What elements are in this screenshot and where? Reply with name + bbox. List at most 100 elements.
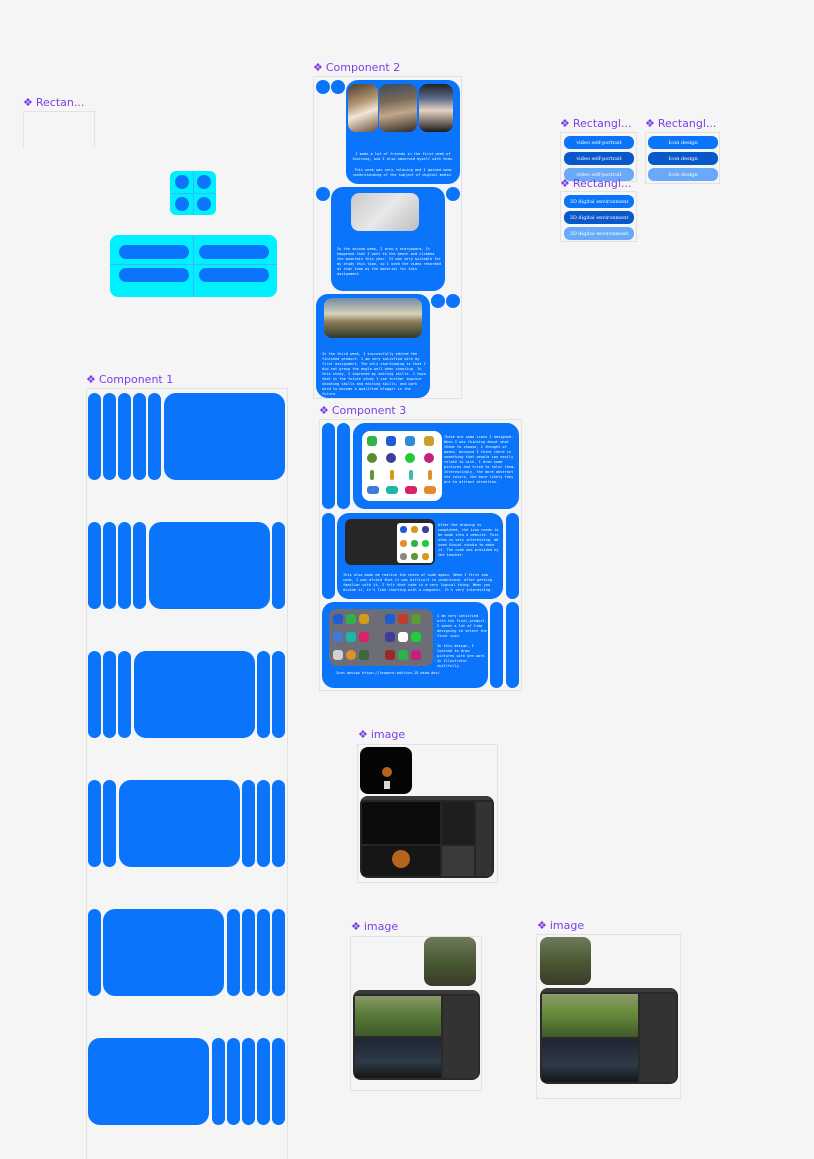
slider-tab[interactable] xyxy=(506,513,519,599)
grid-pill xyxy=(119,245,189,259)
slider-tab[interactable] xyxy=(133,393,146,480)
rectangle-label-left[interactable]: ❖Rectan... xyxy=(23,96,85,109)
slider-tab[interactable] xyxy=(272,651,285,738)
nav-dot[interactable] xyxy=(316,187,330,201)
slider-panel-active[interactable] xyxy=(134,651,255,738)
final-icon xyxy=(385,650,395,660)
week2-card[interactable]: In the second week, I drew a storyboard.… xyxy=(331,187,445,291)
render-object xyxy=(384,781,390,789)
cyan-dot-grid-component[interactable] xyxy=(170,171,216,215)
slider-tab[interactable] xyxy=(322,513,335,599)
box-icon xyxy=(424,486,436,494)
slider-tab[interactable] xyxy=(227,909,240,996)
nav-dot[interactable] xyxy=(446,294,460,308)
slider-tab[interactable] xyxy=(88,393,101,480)
slider-tab[interactable] xyxy=(133,522,146,609)
slider-panel-active[interactable] xyxy=(164,393,285,480)
environment-button-pressed[interactable]: 3D digital environment xyxy=(564,227,634,240)
week1-card[interactable]: I made a lot of friends in the first wee… xyxy=(346,80,460,184)
slider-tab[interactable] xyxy=(506,602,519,688)
slider-tab[interactable] xyxy=(242,909,255,996)
nav-dot[interactable] xyxy=(316,80,330,94)
slider-tab[interactable] xyxy=(322,423,335,509)
icons-card[interactable]: These are some icons I designed. When I … xyxy=(353,423,519,509)
environment-buttons-frame[interactable]: 3D digital environment 3D digital enviro… xyxy=(560,191,637,242)
icon-design-button-pressed[interactable]: Icon design xyxy=(648,168,718,181)
slider-tab[interactable] xyxy=(88,651,101,738)
environment-button-default[interactable]: 3D digital environment xyxy=(564,195,634,208)
result-card[interactable]: I am very satisfied with the final produ… xyxy=(322,602,488,688)
video-buttons-frame[interactable]: video self-portrait video self-portrait … xyxy=(560,132,637,182)
slider-panel-active[interactable] xyxy=(103,909,224,996)
slider-panel-active[interactable] xyxy=(149,522,270,609)
properties-panel xyxy=(476,802,492,876)
component-1-label[interactable]: ❖Component 1 xyxy=(86,373,174,386)
nav-dot[interactable] xyxy=(331,80,345,94)
slider-tab[interactable] xyxy=(272,1038,285,1125)
rectangle-label-c[interactable]: ❖Rectangl... xyxy=(560,177,632,190)
rectangle-label-a[interactable]: ❖Rectangl... xyxy=(560,117,632,130)
slider-tab[interactable] xyxy=(103,651,116,738)
icon-design-link[interactable]: Icon design https://leopard-edition-15.d… xyxy=(336,671,440,675)
icon-design-button-hover[interactable]: Icon design xyxy=(648,152,718,165)
icon-design-button-default[interactable]: Icon design xyxy=(648,136,718,149)
slider-tab[interactable] xyxy=(272,909,285,996)
week3-card[interactable]: In the third week, I successfully edited… xyxy=(316,294,430,398)
slider-tab[interactable] xyxy=(242,780,255,867)
slider-tab[interactable] xyxy=(272,780,285,867)
slider-tab[interactable] xyxy=(212,1038,225,1125)
website-card[interactable]: After the drawing is completed, the icon… xyxy=(337,513,503,599)
final-icon xyxy=(411,650,421,660)
image-label-3[interactable]: ❖image xyxy=(537,919,585,932)
slider-tab[interactable] xyxy=(103,522,116,609)
slider-tab[interactable] xyxy=(88,780,101,867)
node-panel xyxy=(442,846,474,876)
melon-icon xyxy=(386,453,396,463)
image-label-2[interactable]: ❖image xyxy=(351,920,399,933)
slider-tab[interactable] xyxy=(88,522,101,609)
slider-tab[interactable] xyxy=(337,423,350,509)
slider-tab[interactable] xyxy=(257,651,270,738)
grid-divider xyxy=(170,193,216,194)
video-button-hover[interactable]: video self-portrait xyxy=(564,152,634,165)
component-3-label[interactable]: ❖Component 3 xyxy=(319,404,407,417)
slider-tab[interactable] xyxy=(257,1038,270,1125)
menu-bar xyxy=(353,990,480,994)
component-2-label[interactable]: ❖Component 2 xyxy=(313,61,401,74)
selfie-photo-3 xyxy=(419,84,453,132)
image-frame-1[interactable] xyxy=(357,744,498,883)
slider-tab[interactable] xyxy=(88,909,101,996)
slider-tab[interactable] xyxy=(118,651,131,738)
icon-buttons-frame[interactable]: Icon design Icon design Icon design xyxy=(645,132,720,184)
cyan-pill-grid-component[interactable] xyxy=(110,235,277,297)
slider-tab[interactable] xyxy=(257,909,270,996)
environment-thumbnail xyxy=(540,937,591,985)
image-label-1[interactable]: ❖image xyxy=(358,728,406,741)
environment-button-hover[interactable]: 3D digital environment xyxy=(564,211,634,224)
image-frame-3[interactable] xyxy=(536,934,681,1099)
slider-tab[interactable] xyxy=(118,522,131,609)
slider-tab[interactable] xyxy=(242,1038,255,1125)
component-1-frame[interactable] xyxy=(86,388,288,1159)
slider-tab[interactable] xyxy=(103,780,116,867)
slider-tab[interactable] xyxy=(227,1038,240,1125)
slider-tab[interactable] xyxy=(257,780,270,867)
nav-dot[interactable] xyxy=(431,294,445,308)
component-2-frame[interactable]: I made a lot of friends in the first wee… xyxy=(313,76,462,399)
image-frame-2[interactable] xyxy=(350,936,482,1091)
slider-panel-active[interactable] xyxy=(119,780,240,867)
rectangle-label-b[interactable]: ❖Rectangl... xyxy=(645,117,717,130)
slider-tab[interactable] xyxy=(272,522,285,609)
viewport xyxy=(355,996,441,1036)
slider-tab[interactable] xyxy=(490,602,503,688)
rectangle-frame-left[interactable] xyxy=(23,111,95,147)
component-3-frame[interactable]: These are some icons I designed. When I … xyxy=(319,419,522,691)
slider-tab[interactable] xyxy=(148,393,161,480)
slider-panel-active[interactable] xyxy=(88,1038,209,1125)
video-button-pressed[interactable]: video self-portrait xyxy=(564,168,634,181)
video-button-default[interactable]: video self-portrait xyxy=(564,136,634,149)
slider-tab[interactable] xyxy=(103,393,116,480)
nav-dot[interactable] xyxy=(446,187,460,201)
component-icon: ❖ xyxy=(358,728,368,741)
slider-tab[interactable] xyxy=(118,393,131,480)
